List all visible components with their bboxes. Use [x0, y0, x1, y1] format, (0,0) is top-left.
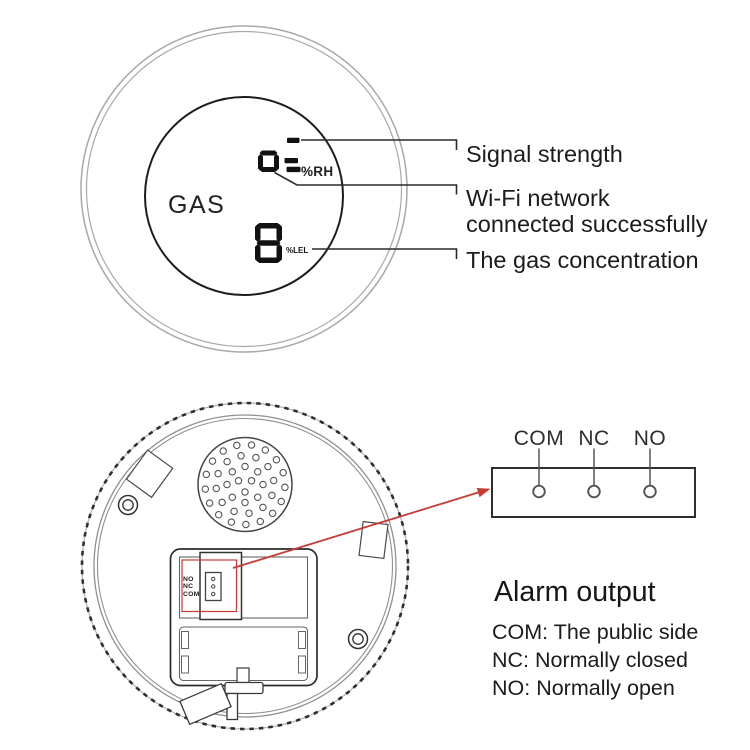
terminal-block	[204, 571, 222, 602]
gas-detector-front-view	[80, 25, 458, 353]
gas-callout-line	[312, 248, 458, 259]
legend-no: NO: Normally open	[492, 675, 675, 700]
battery-clips	[181, 631, 306, 674]
gas-seven-segment-digit	[255, 223, 282, 263]
terminal-highlight-red-box	[181, 559, 238, 613]
device-gas-label: GAS	[168, 191, 226, 219]
alarm-output-legend: COM: The public side NC: Normally closed…	[492, 619, 698, 702]
terminal-pin-nc	[587, 484, 601, 499]
alarm-output-detail-box	[491, 448, 696, 518]
callout-wifi-line1: Wi-Fi network	[466, 185, 610, 211]
release-tab	[179, 682, 232, 726]
callout-signal-strength: Signal strength	[466, 141, 623, 167]
terminal-pin-no	[643, 484, 657, 499]
alarm-output-title: Alarm output	[494, 576, 656, 608]
detail-label-com: COM	[513, 427, 565, 450]
signal-strength-bars-icon	[284, 137, 301, 173]
speaker-holes	[201, 441, 289, 529]
humidity-seven-segment-digit	[258, 150, 279, 172]
terminal-stack-labels: NO NC COM	[183, 576, 199, 599]
detail-label-nc: NC	[578, 427, 610, 450]
legend-com: COM: The public side	[492, 620, 699, 644]
callout-lines	[274, 139, 458, 259]
callout-wifi-line2: connected successfully	[466, 210, 708, 237]
mounting-notch-top-left	[125, 449, 174, 499]
callout-gas-concentration: The gas concentration	[466, 247, 699, 273]
wifi-callout-line	[274, 171, 458, 195]
back-inner-ring-outer	[93, 414, 397, 718]
gas-unit-label: %LEL	[286, 245, 309, 255]
red-pointer-arrow	[232, 488, 491, 569]
battery-compartment	[169, 548, 318, 687]
terminal-stack-com: COM	[183, 590, 200, 598]
front-display-circle	[144, 96, 344, 296]
terminal-pin-com	[532, 484, 546, 499]
gas-detector-back-view	[80, 401, 491, 731]
terminal-stack-no: NO	[183, 575, 194, 583]
bottom-latch	[224, 667, 264, 721]
signal-callout-line	[301, 139, 458, 150]
front-inner-ring	[85, 30, 403, 348]
detail-label-no: NO	[633, 427, 667, 450]
humidity-unit-label: %RH	[301, 164, 334, 179]
terminal-stack-nc: NC	[183, 583, 194, 591]
screw-hole-bottom-right	[347, 628, 369, 650]
legend-nc: NC: Normally closed	[492, 647, 688, 672]
speaker-grille	[197, 436, 293, 533]
callout-wifi-connected: Wi-Fi network connected successfully	[466, 185, 708, 237]
back-rim-knurling	[80, 401, 410, 731]
screw-hole-top-left	[117, 494, 139, 516]
mounting-notch-right	[358, 520, 389, 560]
back-inner-ring-inner	[96, 417, 394, 715]
